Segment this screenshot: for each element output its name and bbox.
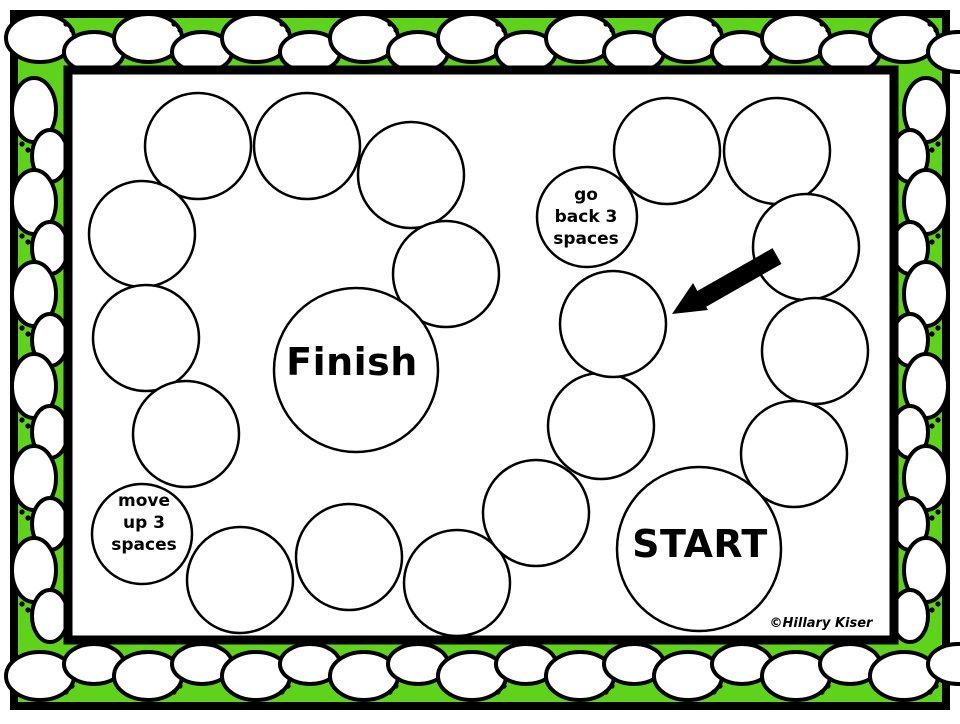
border-dot (926, 642, 960, 686)
border-speck (177, 27, 183, 33)
board-space (90, 482, 194, 586)
board-space (546, 371, 656, 481)
board-space (558, 269, 668, 379)
board-space (722, 96, 832, 206)
board-space (131, 379, 241, 489)
border-speck (25, 331, 31, 337)
border-speck (69, 27, 75, 33)
border-speck (929, 607, 935, 613)
border-speck (501, 683, 507, 689)
border-speck (19, 325, 25, 331)
board-space (739, 399, 849, 509)
border-speck (935, 141, 941, 147)
board-space (751, 192, 861, 302)
border-speck (933, 27, 939, 33)
border-speck (825, 683, 831, 689)
board-space (91, 283, 201, 393)
border-speck (933, 683, 939, 689)
board-space (185, 525, 295, 635)
border-speck (25, 239, 31, 245)
border-speck (609, 27, 615, 33)
border-speck (177, 683, 183, 689)
border-speck (279, 21, 285, 27)
border-speck (929, 147, 935, 153)
border-speck (927, 689, 933, 695)
border-speck (717, 27, 723, 33)
border-speck (19, 417, 25, 423)
border-dot (30, 588, 70, 644)
border-speck (609, 683, 615, 689)
border-speck (63, 689, 69, 695)
border-speck (501, 27, 507, 33)
border-speck (935, 233, 941, 239)
border-speck (935, 509, 941, 515)
border-speck (819, 689, 825, 695)
arrow-pointing-left-down-icon (672, 248, 782, 314)
border-speck (25, 147, 31, 153)
border-speck (929, 331, 935, 337)
border-speck (285, 27, 291, 33)
finish-space (272, 286, 440, 454)
board-space (252, 91, 362, 201)
border-speck (603, 689, 609, 695)
border-speck (171, 21, 177, 27)
polka-dot-border (4, 12, 960, 702)
border-speck (495, 21, 501, 27)
border-speck (19, 141, 25, 147)
board-space (87, 179, 197, 289)
border-speck (935, 601, 941, 607)
board-space (294, 502, 404, 612)
border-speck (25, 607, 31, 613)
border-speck (393, 683, 399, 689)
border-speck (711, 689, 717, 695)
border-speck (279, 689, 285, 695)
board-spaces (87, 91, 870, 638)
border-speck (927, 21, 933, 27)
border-speck (25, 515, 31, 521)
border-speck (603, 21, 609, 27)
border-speck (69, 683, 75, 689)
border-speck (935, 417, 941, 423)
board-space (612, 96, 722, 206)
board-space (402, 528, 512, 638)
border-speck (819, 21, 825, 27)
border-speck (825, 27, 831, 33)
border-speck (711, 21, 717, 27)
board-space (760, 296, 870, 406)
board-space (143, 91, 253, 201)
border-speck (495, 689, 501, 695)
border-speck (929, 239, 935, 245)
border-speck (935, 325, 941, 331)
border-speck (63, 21, 69, 27)
border-speck (387, 21, 393, 27)
border-speck (19, 601, 25, 607)
board-space (481, 458, 591, 568)
border-speck (25, 423, 31, 429)
border-speck (929, 515, 935, 521)
board-space (356, 120, 466, 230)
border-speck (19, 233, 25, 239)
border-speck (19, 509, 25, 515)
start-space (615, 465, 783, 633)
board-space (391, 219, 501, 329)
border-speck (285, 683, 291, 689)
border-speck (929, 423, 935, 429)
border-speck (393, 27, 399, 33)
border-speck (387, 689, 393, 695)
board-space (535, 165, 639, 269)
border-speck (171, 689, 177, 695)
border-dot (926, 30, 960, 74)
border-speck (717, 683, 723, 689)
